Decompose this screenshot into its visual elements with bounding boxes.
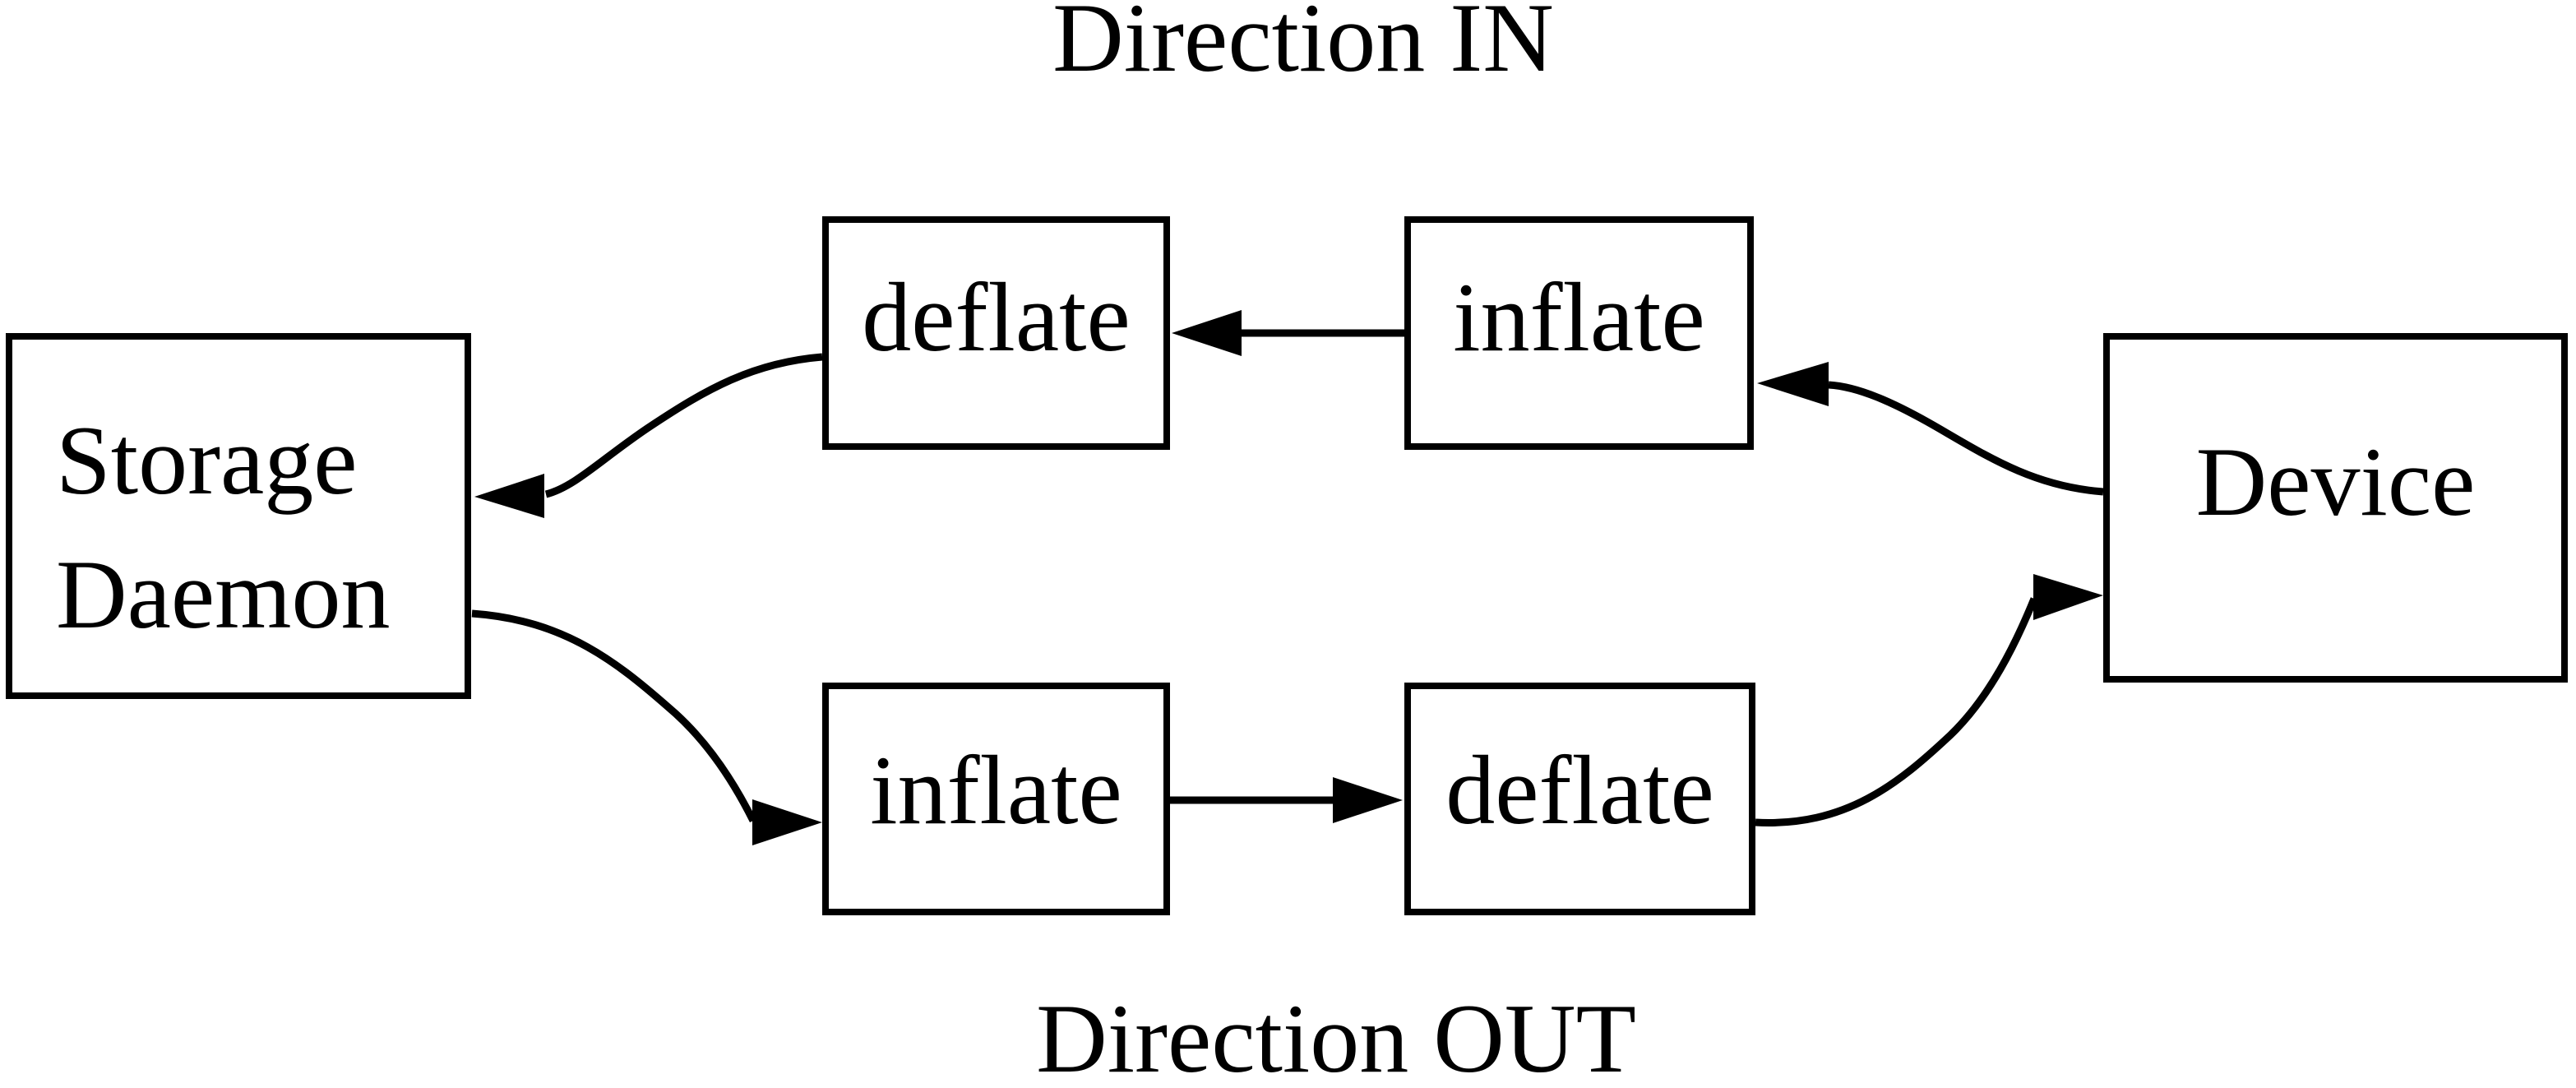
device-label: Device	[2195, 427, 2476, 536]
storage-daemon-label-line1: Storage	[56, 405, 358, 515]
arrow-deflate-to-device-line	[1755, 597, 2038, 826]
node-deflate-in: deflate	[822, 216, 1170, 450]
deflate-out-label: deflate	[1445, 735, 1714, 845]
node-inflate-out: inflate	[822, 683, 1170, 915]
arrow-device-to-inflate-line	[1828, 381, 2104, 496]
arrow-storage-to-inflate-line	[471, 609, 757, 823]
direction-out-title: Direction OUT	[1036, 984, 1636, 1088]
node-deflate-out: deflate	[1404, 683, 1755, 915]
node-device: Device	[2103, 333, 2568, 683]
inflate-out-label: inflate	[870, 735, 1122, 845]
arrowhead-into-inflate-in	[1757, 362, 1829, 406]
arrowhead-into-storage-daemon	[474, 474, 544, 518]
arrowhead-into-inflate-out	[752, 799, 822, 845]
arrowhead-into-deflate-in	[1172, 310, 1242, 356]
arrowhead-into-device	[2033, 574, 2103, 620]
node-inflate-in: inflate	[1404, 216, 1754, 450]
deflate-in-label: deflate	[862, 262, 1131, 372]
direction-in-title: Direction IN	[1052, 0, 1554, 92]
storage-daemon-label-line2: Daemon	[56, 539, 391, 649]
inflate-in-label: inflate	[1453, 262, 1705, 372]
node-storage-daemon: Storage Daemon	[6, 333, 471, 699]
arrowhead-into-deflate-out	[1333, 777, 1403, 823]
arrow-deflate-to-storage-line	[544, 353, 823, 498]
